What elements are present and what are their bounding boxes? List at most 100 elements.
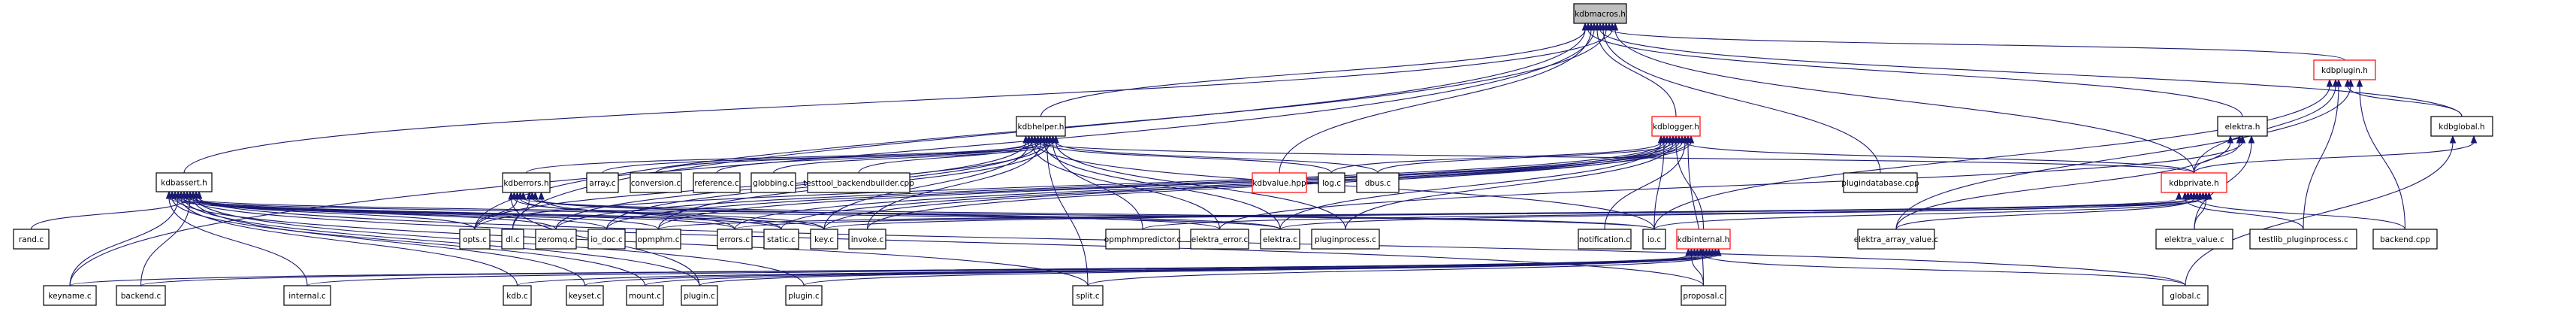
node-label: plugin.c — [684, 292, 715, 301]
arrowhead-icon — [1611, 22, 1619, 31]
node-kdb-c[interactable]: kdb.c — [503, 285, 532, 306]
node-proposal-c[interactable]: proposal.c — [1681, 285, 1726, 306]
node-split-c[interactable]: split.c — [1072, 285, 1104, 306]
edge-proposal_c-to-kdbassert_h — [186, 197, 1705, 286]
arrowhead-icon — [2449, 135, 2457, 144]
node-global-c[interactable]: global.c — [2162, 285, 2209, 306]
node-errors-c[interactable]: errors.c — [717, 229, 753, 250]
edge-split_c-to-kdbinternal_h — [1087, 254, 1714, 286]
node-kdbvalue-hpp[interactable]: kdbvalue.hpp — [1252, 172, 1307, 193]
node-testlib-pluginprocess-c[interactable]: testlib_pluginprocess.c — [2249, 229, 2357, 250]
node-rand-c[interactable]: rand.c — [13, 229, 50, 250]
edge-kdbprivate_h-to-kdbmacros_h — [1614, 29, 2195, 174]
node-plugindatabase-cpp[interactable]: plugindatabase.cpp — [1841, 172, 1919, 193]
edge-static_c-to-kdblogger_h — [781, 141, 1692, 230]
node-kdberrors-h[interactable]: kdberrors.h — [502, 172, 551, 193]
node-static-c[interactable]: static.c — [763, 229, 799, 250]
edge-elektra_array_value_c-to-elektra_h — [1895, 141, 2231, 230]
edge-errors_c-to-kdbassert_h — [168, 197, 735, 230]
node-elektra-error-c[interactable]: elektra_error.c — [1190, 229, 1249, 250]
node-plugin-c-1[interactable]: plugin.c — [681, 285, 718, 306]
edge-keyset_c-to-kdbassert_h — [192, 197, 586, 286]
edge-io_c-to-kdbplugin_h — [1653, 85, 2330, 230]
node-box — [535, 229, 577, 250]
edge-global_c-to-kdbglobal_h — [2185, 141, 2454, 286]
node-notification-c[interactable]: notification.c — [1578, 229, 1632, 250]
node-dl-c[interactable]: dl.c — [501, 229, 524, 250]
arrowhead-icon — [2239, 135, 2246, 144]
node-label: zeromq.c — [538, 235, 575, 244]
node-keyname-c[interactable]: keyname.c — [43, 285, 97, 306]
node-box — [2372, 229, 2438, 250]
node-plugin-c-2[interactable]: plugin.c — [785, 285, 823, 306]
node-array-c[interactable]: array.c — [586, 172, 619, 193]
node-reference-c[interactable]: reference.c — [693, 172, 741, 193]
node-invoke-c[interactable]: invoke.c — [848, 229, 886, 250]
node-box — [785, 285, 823, 306]
node-backend-c[interactable]: backend.c — [116, 285, 166, 306]
node-kdbplugin-h[interactable]: kdbplugin.h — [2313, 59, 2376, 80]
node-box — [13, 229, 50, 250]
node-label: elektra_value.c — [2164, 235, 2224, 244]
node-elektra-h[interactable]: elektra.h — [2217, 116, 2268, 137]
node-testtool-backendbuilder-cpp[interactable]: testtool_backendbuilder.cpp — [803, 172, 914, 193]
node-label: static.c — [767, 235, 796, 244]
arrowhead-icon — [2227, 135, 2234, 144]
edge-testlib_pluginprocess_c-to-kdbplugin_h — [2303, 85, 2339, 230]
node-label: io.c — [1647, 235, 1661, 244]
node-label: dl.c — [506, 235, 520, 244]
node-log-c[interactable]: log.c — [1318, 172, 1345, 193]
node-box — [1105, 229, 1180, 250]
edge-log_c-to-kdbhelper_h — [1043, 141, 1333, 174]
node-elektra-c[interactable]: elektra.c — [1260, 229, 1300, 250]
edge-io_c-to-kdbprivate_h — [1653, 198, 2201, 230]
edge-elektra_error_c-to-kdberrors_h — [531, 198, 1221, 230]
node-label: reference.c — [694, 179, 738, 188]
node-label: opmphm.c — [638, 235, 680, 244]
node-backend-cpp[interactable]: backend.cpp — [2372, 229, 2438, 250]
node-box — [2313, 59, 2376, 80]
node-label: backend.cpp — [2380, 235, 2430, 244]
node-pluginprocess-c[interactable]: pluginprocess.c — [1311, 229, 1380, 250]
node-kdbinternal-h[interactable]: kdbinternal.h — [1676, 229, 1731, 250]
arrowhead-icon — [2248, 135, 2255, 144]
node-globbing-c[interactable]: globbing.c — [750, 172, 796, 193]
node-io-c[interactable]: io.c — [1642, 229, 1666, 250]
node-mount-c[interactable]: mount.c — [626, 285, 664, 306]
node-key-c[interactable]: key.c — [810, 229, 838, 250]
edge-keyname_c-to-kdbassert_h — [69, 197, 179, 286]
node-box — [1072, 285, 1104, 306]
node-opmphmpredictor-c[interactable]: opmphmpredictor.c — [1104, 229, 1182, 250]
node-dbus-c[interactable]: dbus.c — [1356, 172, 1400, 193]
edge-elektra_h-to-kdbmacros_h — [1587, 29, 2243, 117]
node-box — [848, 229, 886, 250]
node-keyset-c[interactable]: keyset.c — [566, 285, 604, 306]
node-kdbassert-h[interactable]: kdbassert.h — [156, 172, 213, 192]
edge-elektra_c-to-kdbprivate_h — [1279, 198, 2189, 230]
node-elektra-array-value-c[interactable]: elektra_array_value.c — [1854, 229, 1939, 250]
node-internal-c[interactable]: internal.c — [283, 285, 331, 306]
node-opts-c[interactable]: opts.c — [459, 229, 491, 250]
node-kdbmacros-h[interactable]: kdbmacros.h — [1573, 3, 1627, 24]
node-kdblogger-h[interactable]: kdblogger.h — [1651, 116, 1701, 137]
edge-kdb_c-to-kdbassert_h — [180, 197, 518, 286]
node-kdbglobal-h[interactable]: kdbglobal.h — [2430, 116, 2493, 137]
node-io-doc-c[interactable]: io_doc.c — [587, 229, 626, 250]
node-elektra-value-c[interactable]: elektra_value.c — [2155, 229, 2233, 250]
node-box — [626, 285, 664, 306]
node-box — [717, 229, 753, 250]
edge-opmphm_c-to-kdbprivate_h — [657, 198, 2180, 230]
edge-kdbinternal_h-to-kdblogger_h — [1675, 141, 1705, 230]
node-label: keyset.c — [569, 292, 602, 301]
node-kdbprivate-h[interactable]: kdbprivate.h — [2161, 172, 2227, 193]
node-conversion-c[interactable]: conversion.c — [630, 172, 682, 193]
node-zeromq-c[interactable]: zeromq.c — [535, 229, 577, 250]
node-opmphm-c[interactable]: opmphm.c — [636, 229, 681, 250]
edge-dbus_c-to-kdbhelper_h — [1055, 141, 1379, 174]
edge-plugin_c_1-to-kdbinternal_h — [699, 254, 1690, 286]
node-box — [693, 172, 741, 193]
edge-testlib_pluginprocess_c-to-kdbprivate_h — [2184, 198, 2304, 230]
node-label: elektra.h — [2225, 123, 2260, 132]
node-label: internal.c — [288, 292, 326, 301]
node-kdbhelper-h[interactable]: kdbhelper.h — [1016, 116, 1066, 137]
